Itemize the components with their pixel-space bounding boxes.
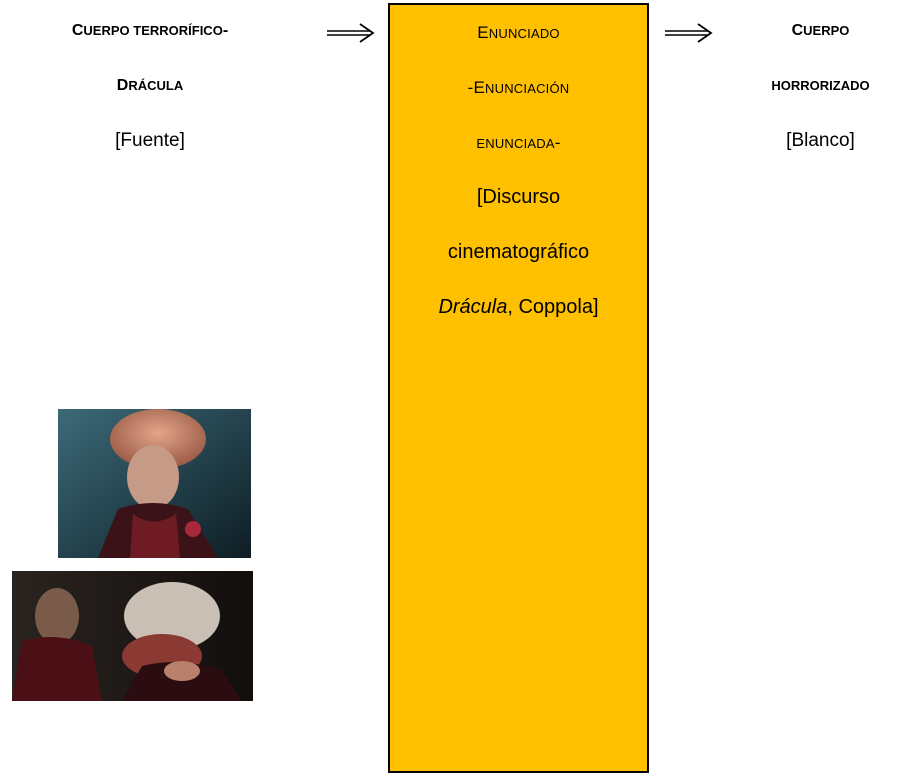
source-name-rest: RÁCULA xyxy=(128,78,184,93)
statement-box: ENUNCIADO -ENUNCIACIÓN ENUNCIADA- [Discu… xyxy=(388,3,649,773)
statement-rest: NUNCIADO xyxy=(488,26,560,41)
enunciated-dash: - xyxy=(554,133,561,152)
target-title-rest2: HORRORIZADO xyxy=(771,78,870,93)
target-title-initial: C xyxy=(791,22,804,39)
enunciation-rest: NUNCIACIÓN xyxy=(485,81,570,96)
film-director: , Coppola] xyxy=(507,296,599,318)
dracula-portrait-photo xyxy=(58,409,251,558)
source-title-dash: - xyxy=(222,22,229,39)
statement-initial: E xyxy=(477,23,489,42)
arrow-right-icon xyxy=(327,23,375,43)
arrow-right-icon xyxy=(665,23,713,43)
source-title-rest: UERPO TERRORÍFICO xyxy=(83,23,223,38)
target-title-line1: CUERPO xyxy=(730,3,911,58)
target-role: [Blanco] xyxy=(786,130,855,151)
source-title-line1: CUERPO TERRORÍFICO- xyxy=(0,3,300,58)
discourse-line1: [Discurso xyxy=(476,186,561,208)
enunciation-initial: -E xyxy=(467,78,486,97)
film-title: Drácula xyxy=(438,296,508,318)
target-title-line2: HORRORIZADO xyxy=(730,58,911,113)
discourse-line2: cinematográfico xyxy=(447,241,590,263)
dracula-bite-scene-photo xyxy=(12,571,253,701)
discourse-line3: Drácula, Coppola] xyxy=(390,280,647,335)
source-title-line2: DRÁCULA xyxy=(0,58,300,113)
statement-line2: -ENUNCIACIÓN xyxy=(390,60,647,115)
target-title-rest: UERPO xyxy=(803,23,850,38)
source-name-initial: D xyxy=(116,77,129,94)
statement-line1: ENUNCIADO xyxy=(390,5,647,60)
enunciated-rest: ENUNCIADA xyxy=(476,136,555,151)
source-column: CUERPO TERRORÍFICO- DRÁCULA [Fuente] xyxy=(0,3,300,168)
source-role: [Fuente] xyxy=(115,130,185,151)
target-column: CUERPO HORRORIZADO [Blanco] xyxy=(730,3,911,168)
statement-line3: ENUNCIADA- xyxy=(390,115,647,170)
source-title-initial: C xyxy=(71,22,84,39)
